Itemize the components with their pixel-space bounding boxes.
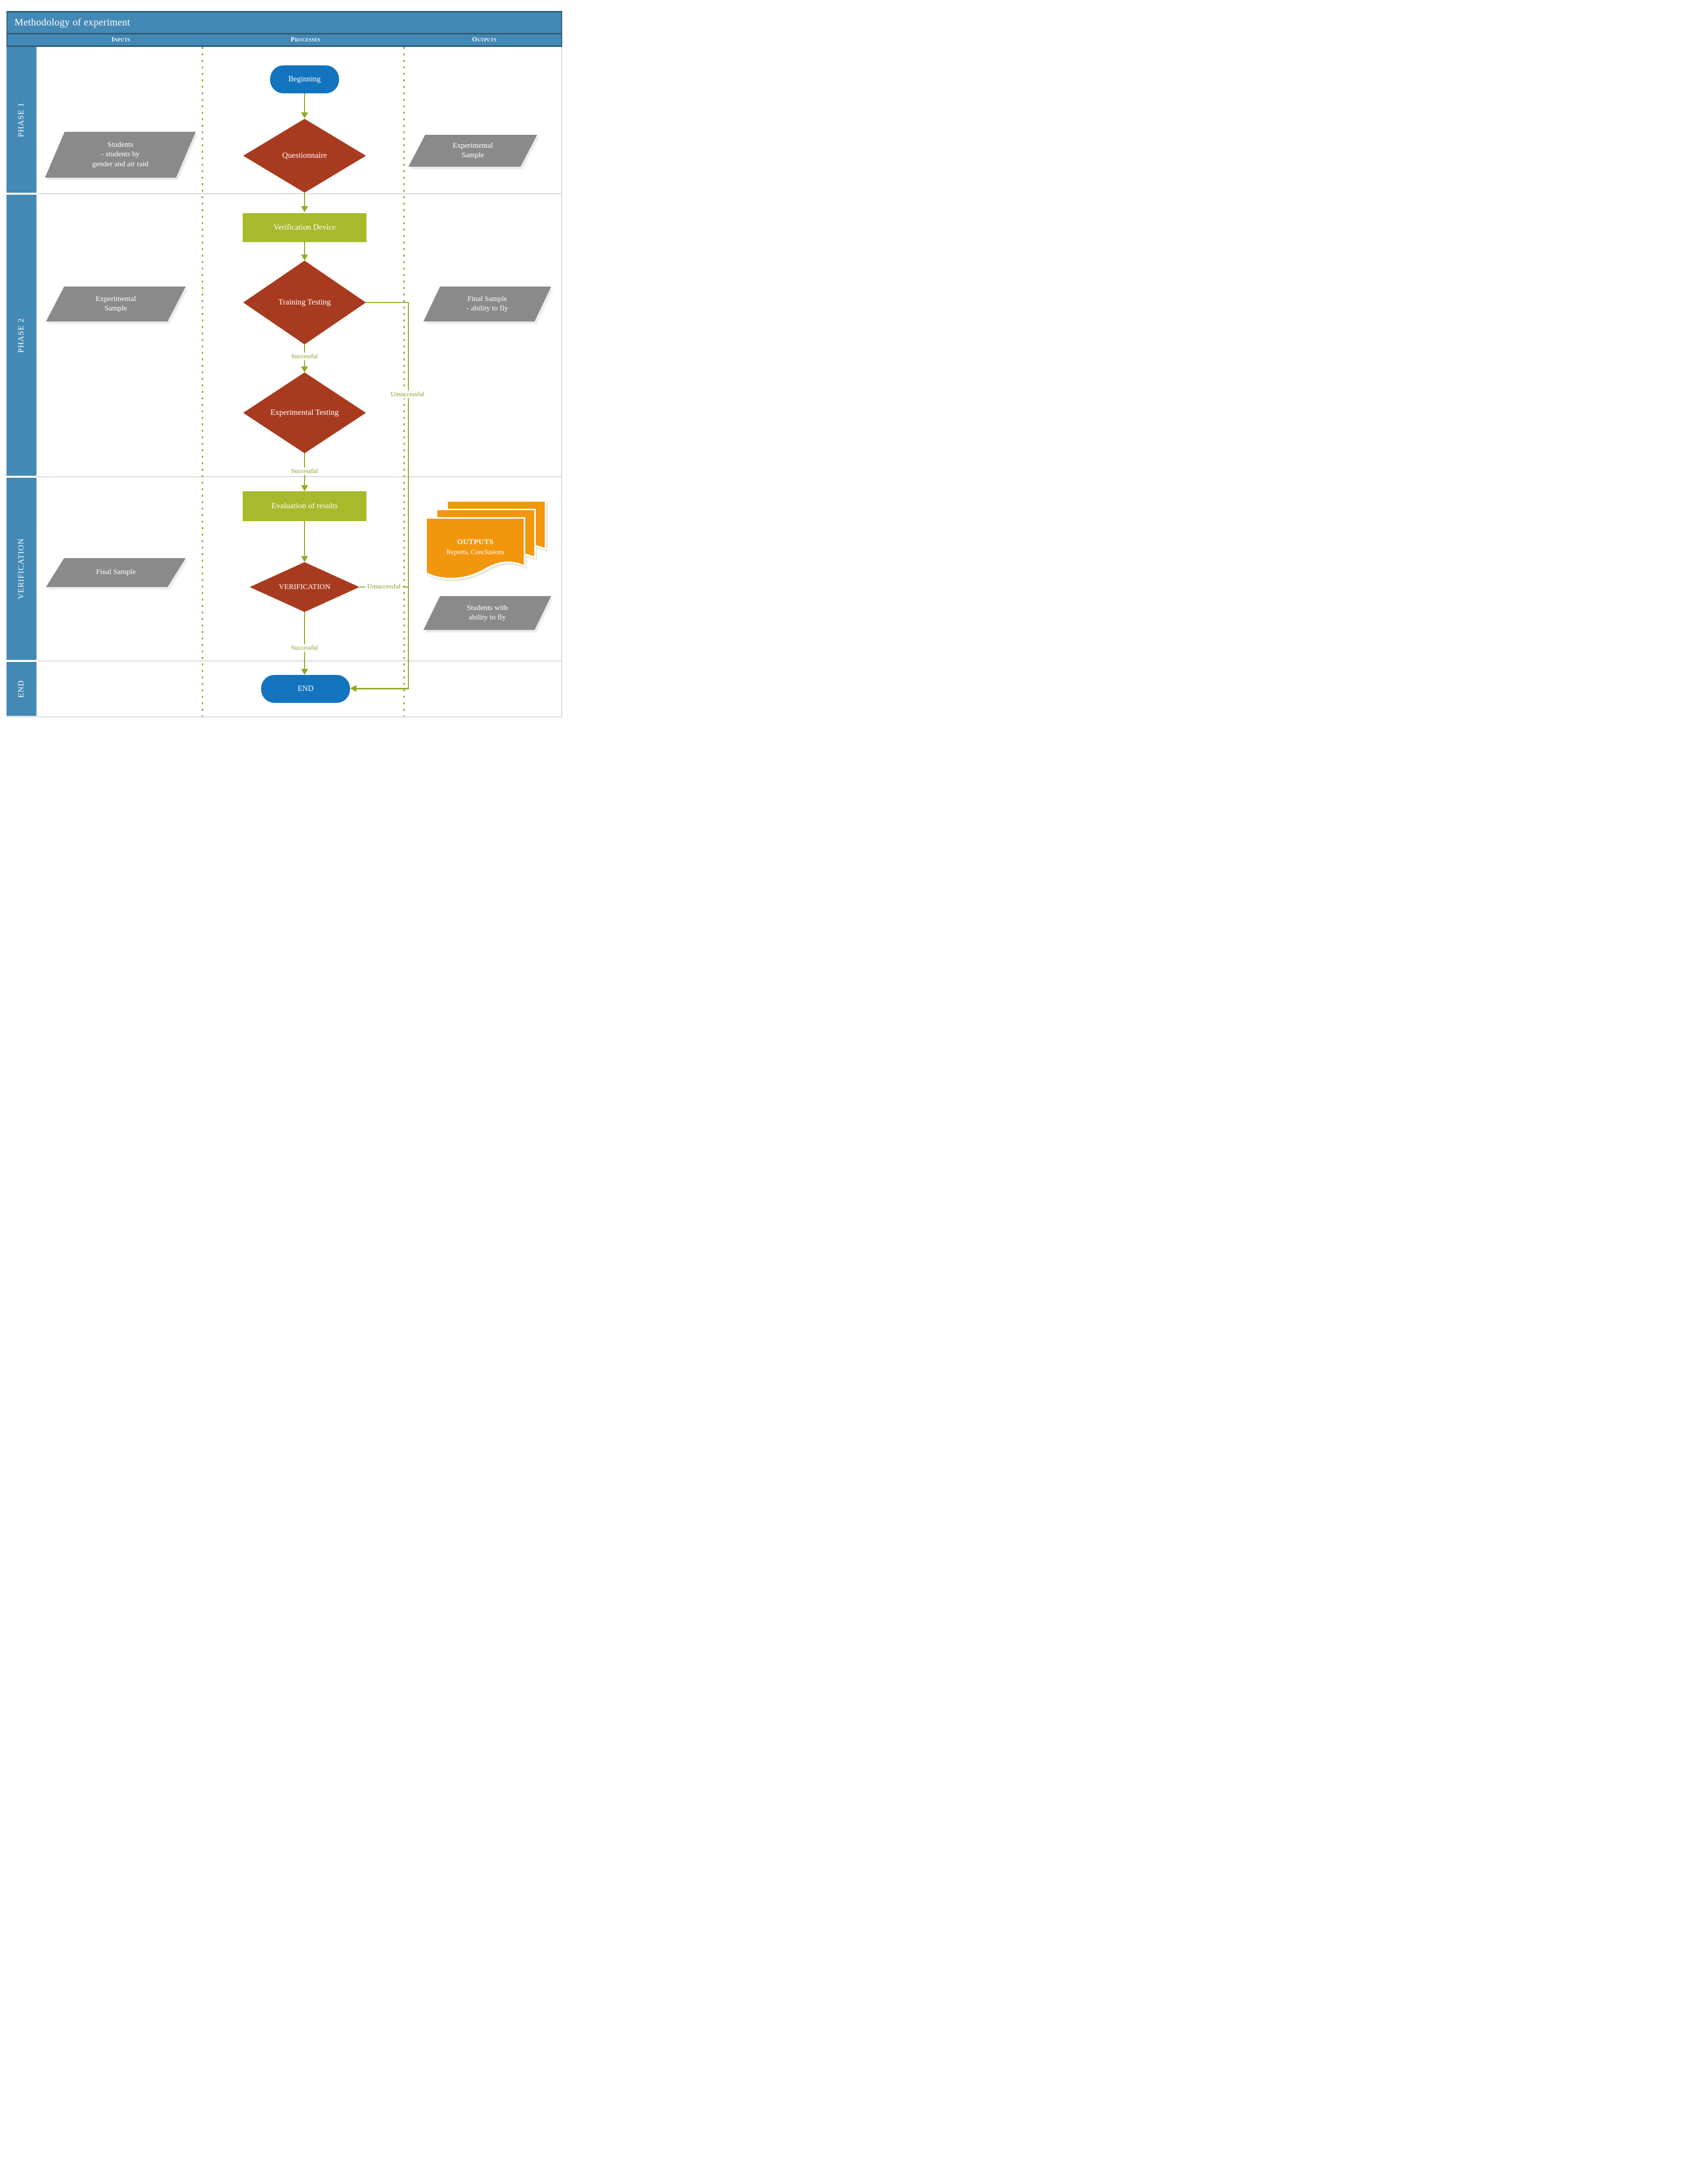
node-students-ability-output: Students with ability to fly (423, 596, 551, 630)
node-training-testing-label: Training Testing (278, 298, 331, 307)
node-experimental-testing-label: Experimental Testing (270, 408, 339, 417)
node-experimental-sample-input-label: Experimental Sample (95, 295, 136, 313)
node-verification-device: Verification Device (243, 213, 366, 242)
sidebar-label-phase-2: PHASE 2 (17, 317, 25, 353)
content-right-border (561, 47, 562, 716)
page-title: Methodology of experiment (14, 17, 130, 28)
arrowhead-end-right (350, 685, 356, 692)
node-students-input-label: Students - students by gender and air ra… (92, 140, 149, 168)
row-separator-phase1-phase2 (36, 193, 562, 194)
node-final-sample-output-label: Final Sample - ability to fly (466, 295, 508, 313)
row-separator-phase2-verification (36, 476, 562, 477)
node-experimental-sample-output: Experimental Sample (408, 135, 537, 167)
column-separator-processes-outputs (403, 47, 405, 716)
node-final-sample-input: Final Sample (46, 558, 186, 587)
connector-questionnaire-verification-device (304, 193, 305, 206)
column-header-processes: Processes (291, 35, 321, 43)
sidebar-band-phase-1: PHASE 1 (6, 47, 36, 193)
connector-verification-end (304, 612, 305, 669)
arrowhead-experimental-testing (301, 366, 308, 372)
node-beginning: Beginning (270, 65, 339, 93)
node-verification: VERIFICATION (250, 562, 359, 612)
connector-training-unsuccessful-h (366, 302, 409, 303)
column-header-inputs: Inputs (111, 35, 130, 43)
node-training-testing: Training Testing (243, 261, 366, 344)
node-experimental-sample-input: Experimental Sample (46, 287, 186, 321)
sidebar-band-end: END (6, 662, 36, 716)
node-final-sample-input-label: Final Sample (96, 568, 136, 577)
sidebar-label-end: END (17, 680, 25, 698)
row-separator-verification-end (36, 660, 562, 661)
arrowhead-verification-device (301, 206, 308, 212)
node-questionnaire: Questionnaire (243, 119, 366, 193)
sidebar-band-verification: VERIFICATION (6, 478, 36, 660)
sidebar-label-phase-1: PHASE 1 (17, 102, 25, 137)
sidebar-label-verification: VERIFICATION (17, 538, 25, 600)
node-verification-device-label: Verification Device (273, 223, 336, 232)
edge-label-verification-unsuccessful: Unsuccessful (365, 583, 403, 591)
node-questionnaire-label: Questionnaire (282, 151, 327, 160)
row-separator-bottom (6, 716, 562, 717)
edge-label-verification-successful: Successful (289, 644, 320, 652)
connector-evaluation-verification (304, 521, 305, 556)
connector-unsuccessful-into-end (356, 688, 409, 689)
column-header-row: Inputs Processes Outputs (6, 34, 562, 47)
edge-label-training-unsuccessful: Unsuccessful (388, 390, 426, 398)
outputs-documents-heading: OUTPUTS (457, 538, 494, 546)
column-separator-inputs-processes (202, 47, 203, 716)
node-students-input: Students - students by gender and air ra… (45, 132, 196, 178)
arrowhead-verification-diamond (301, 556, 308, 562)
node-end: END (261, 675, 350, 703)
title-bar: Methodology of experiment (6, 11, 562, 34)
node-experimental-testing: Experimental Testing (243, 372, 366, 453)
connector-device-training (304, 242, 305, 255)
arrowhead-training (301, 255, 308, 261)
node-final-sample-output: Final Sample - ability to fly (423, 287, 551, 321)
node-end-label: END (298, 684, 314, 693)
connector-beginning-questionnaire (304, 93, 305, 112)
arrowhead-end-top (301, 669, 308, 675)
node-outputs-documents: OUTPUTS Reports, Conclusions (425, 500, 551, 584)
methodology-flowchart: Methodology of experiment Inputs Process… (0, 0, 569, 728)
node-beginning-label: Beginning (288, 75, 321, 83)
node-verification-label: VERIFICATION (279, 583, 331, 591)
document-stack-icon (425, 500, 546, 580)
node-students-ability-output-label: Students with ability to fly (466, 604, 508, 622)
edge-label-training-successful: Successful (289, 352, 320, 360)
arrowhead-evaluation (301, 485, 308, 491)
connector-unsuccessful-vertical (408, 302, 409, 689)
arrowhead-questionnaire (301, 112, 308, 118)
column-header-outputs: Outputs (472, 35, 497, 43)
sidebar-band-phase-2: PHASE 2 (6, 195, 36, 476)
outputs-documents-body: Reports, Conclusions (446, 548, 504, 556)
node-experimental-sample-output-label: Experimental Sample (452, 141, 493, 160)
edge-label-experimental-successful: Successful (289, 467, 320, 475)
node-evaluation-of-results: Evaluation of results (243, 491, 366, 521)
node-evaluation-of-results-label: Evaluation of results (271, 502, 338, 510)
